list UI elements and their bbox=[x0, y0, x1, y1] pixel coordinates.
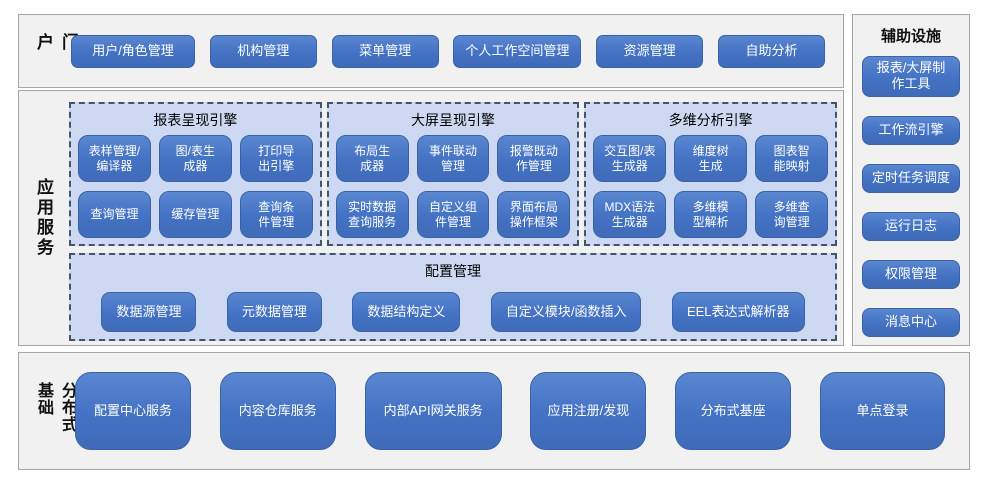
olap-engine-grid: 交互图/表 生成器 维度树 生成 图表智 能映射 MDX语法 生成器 多维模 型… bbox=[593, 135, 829, 238]
alarm-action-mgmt-button[interactable]: 报警既动 作管理 bbox=[497, 135, 571, 182]
chart-table-generator-button[interactable]: 图/表生 成器 bbox=[158, 135, 232, 182]
app-register-discovery-button[interactable]: 应用注册/发现 bbox=[530, 372, 647, 450]
distributed-base-section: 分布式基础 配置中心服务 内容仓库服务 内部API网关服务 应用注册/发现 分布… bbox=[18, 352, 970, 470]
distributed-base-button-row: 配置中心服务 内容仓库服务 内部API网关服务 应用注册/发现 分布式基座 单点… bbox=[75, 353, 945, 469]
app-services-section: 应用服务 报表呈现引擎 表样管理/ 编译器 图/表生 成器 打印导 出引擎 查询… bbox=[18, 90, 844, 346]
print-export-engine-button[interactable]: 打印导 出引擎 bbox=[239, 135, 313, 182]
multidim-query-mgmt-button[interactable]: 多维查 询管理 bbox=[755, 191, 829, 238]
report-engine-box: 报表呈现引擎 表样管理/ 编译器 图/表生 成器 打印导 出引擎 查询管理 缓存… bbox=[69, 102, 322, 246]
portal-menu-mgmt-button[interactable]: 菜单管理 bbox=[331, 34, 439, 68]
portal-org-mgmt-button[interactable]: 机构管理 bbox=[209, 34, 317, 68]
bigscreen-engine-grid: 布局生 成器 事件联动 管理 报警既动 作管理 实时数据 查询服务 自定义组 件… bbox=[335, 135, 571, 238]
metadata-mgmt-button[interactable]: 元数据管理 bbox=[226, 292, 322, 332]
content-repo-service-button[interactable]: 内容仓库服务 bbox=[219, 372, 336, 450]
workflow-engine-button[interactable]: 工作流引擎 bbox=[862, 115, 960, 145]
report-engine-grid: 表样管理/ 编译器 图/表生 成器 打印导 出引擎 查询管理 缓存管理 查询条 … bbox=[78, 135, 313, 238]
report-style-compiler-button[interactable]: 表样管理/ 编译器 bbox=[78, 135, 151, 182]
event-linkage-mgmt-button[interactable]: 事件联动 管理 bbox=[416, 135, 490, 182]
config-mgmt-box: 配置管理 数据源管理 元数据管理 数据结构定义 自定义模块/函数插入 EEL表达… bbox=[69, 253, 837, 341]
bigscreen-engine-title: 大屏呈现引擎 bbox=[411, 112, 495, 128]
cache-mgmt-button[interactable]: 缓存管理 bbox=[158, 191, 232, 238]
realtime-data-query-button[interactable]: 实时数据 查询服务 bbox=[335, 191, 409, 238]
report-engine-title: 报表呈现引擎 bbox=[153, 112, 238, 128]
permission-mgmt-button[interactable]: 权限管理 bbox=[862, 259, 960, 289]
layout-generator-button[interactable]: 布局生 成器 bbox=[335, 135, 409, 182]
dimension-tree-button[interactable]: 维度树 生成 bbox=[674, 135, 748, 182]
query-mgmt-button[interactable]: 查询管理 bbox=[78, 191, 151, 238]
scheduled-task-button[interactable]: 定时任务调度 bbox=[862, 163, 960, 193]
mdx-syntax-generator-button[interactable]: MDX语法 生成器 bbox=[593, 191, 667, 238]
auxiliary-button-column: 报表/大屏制 作工具 工作流引擎 定时任务调度 运行日志 权限管理 消息中心 bbox=[862, 56, 960, 337]
portal-self-analysis-button[interactable]: 自助分析 bbox=[717, 34, 825, 68]
auxiliary-section: 辅助设施 报表/大屏制 作工具 工作流引擎 定时任务调度 运行日志 权限管理 消… bbox=[852, 14, 970, 346]
single-sign-on-button[interactable]: 单点登录 bbox=[819, 372, 945, 450]
config-button-row: 数据源管理 元数据管理 数据结构定义 自定义模块/函数插入 EEL表达式解析器 bbox=[81, 292, 825, 332]
run-log-button[interactable]: 运行日志 bbox=[862, 211, 960, 241]
chart-smart-mapping-button[interactable]: 图表智 能映射 bbox=[755, 135, 829, 182]
portal-user-role-mgmt-button[interactable]: 用户/角色管理 bbox=[71, 34, 195, 68]
olap-engine-title: 多维分析引擎 bbox=[668, 112, 753, 128]
config-center-service-button[interactable]: 配置中心服务 bbox=[75, 372, 191, 450]
distributed-base-section-label: 分布式基础 bbox=[35, 382, 76, 433]
portal-resource-mgmt-button[interactable]: 资源管理 bbox=[596, 34, 704, 68]
ui-layout-framework-button[interactable]: 界面布局 操作框架 bbox=[497, 191, 571, 238]
engine-boxes-row: 报表呈现引擎 表样管理/ 编译器 图/表生 成器 打印导 出引擎 查询管理 缓存… bbox=[69, 102, 838, 246]
eel-expression-parser-button[interactable]: EEL表达式解析器 bbox=[671, 292, 805, 332]
auxiliary-section-title: 辅助设施 bbox=[880, 28, 941, 45]
report-bigscreen-tool-button[interactable]: 报表/大屏制 作工具 bbox=[862, 56, 960, 97]
interactive-chart-generator-button[interactable]: 交互图/表 生成器 bbox=[593, 135, 667, 182]
app-services-section-label: 应用服务 bbox=[34, 178, 53, 258]
message-center-button[interactable]: 消息中心 bbox=[862, 307, 960, 337]
olap-engine-box: 多维分析引擎 交互图/表 生成器 维度树 生成 图表智 能映射 MDX语法 生成… bbox=[584, 102, 838, 246]
auxiliary-inner: 辅助设施 报表/大屏制 作工具 工作流引擎 定时任务调度 运行日志 权限管理 消… bbox=[862, 21, 960, 337]
distributed-pedestal-button[interactable]: 分布式基座 bbox=[675, 372, 792, 450]
query-condition-mgmt-button[interactable]: 查询条 件管理 bbox=[239, 191, 313, 238]
config-mgmt-title: 配置管理 bbox=[425, 263, 481, 279]
custom-component-mgmt-button[interactable]: 自定义组 件管理 bbox=[416, 191, 490, 238]
internal-api-gateway-button[interactable]: 内部API网关服务 bbox=[364, 372, 502, 450]
app-services-inner: 报表呈现引擎 表样管理/ 编译器 图/表生 成器 打印导 出引擎 查询管理 缓存… bbox=[69, 102, 838, 341]
multidim-model-parse-button[interactable]: 多维模 型解析 bbox=[674, 191, 748, 238]
portal-workspace-mgmt-button[interactable]: 个人工作空间管理 bbox=[453, 34, 582, 68]
portal-section: 门户 用户/角色管理 机构管理 菜单管理 个人工作空间管理 资源管理 自助分析 bbox=[18, 14, 844, 88]
datasource-mgmt-button[interactable]: 数据源管理 bbox=[101, 292, 197, 332]
data-structure-def-button[interactable]: 数据结构定义 bbox=[352, 292, 461, 332]
bigscreen-engine-box: 大屏呈现引擎 布局生 成器 事件联动 管理 报警既动 作管理 实时数据 查询服务… bbox=[326, 102, 580, 246]
portal-button-row: 用户/角色管理 机构管理 菜单管理 个人工作空间管理 资源管理 自助分析 bbox=[71, 15, 825, 87]
custom-module-function-button[interactable]: 自定义模块/函数插入 bbox=[490, 292, 642, 332]
